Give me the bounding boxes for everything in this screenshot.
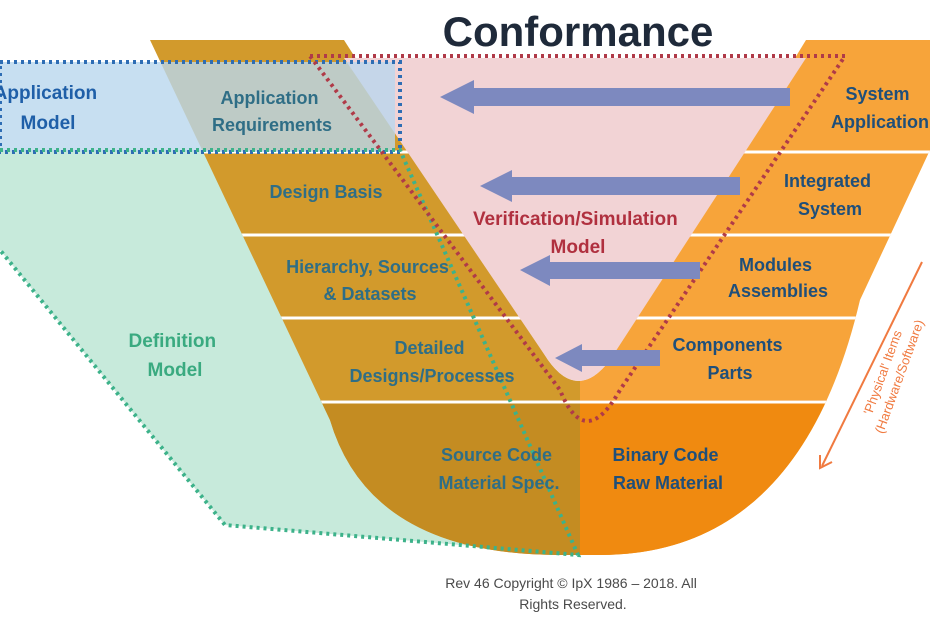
left-level-hierarchy: Hierarchy, Sources & Datasets <box>286 257 454 304</box>
right-level-binary-code: Binary Code Raw Material <box>612 445 723 493</box>
application-model-zone <box>0 62 395 152</box>
verification-model-zone <box>344 58 806 381</box>
verification-arrows <box>440 80 790 372</box>
right-level-integrated-system: Integrated System <box>784 171 876 219</box>
application-model-label: Application Model <box>0 83 102 134</box>
copyright-notice: Rev 46 Copyright © IpX 1986 – 2018. All … <box>445 575 700 612</box>
left-level-design-basis: Design Basis <box>269 182 382 202</box>
right-level-system-application: System Application <box>831 84 929 132</box>
verification-model-outline <box>306 54 849 423</box>
left-level-application-requirements: Application Requirements <box>212 88 332 135</box>
physical-items-arrow-icon <box>821 261 923 467</box>
left-level-detailed-designs: Detailed Designs/Processes <box>349 338 514 386</box>
verification-model-label: Verification/Simulation Model <box>473 209 683 258</box>
arrow-left-icon <box>520 255 700 286</box>
right-level-components-parts: Components Parts <box>672 335 787 383</box>
diagram-title: Conformance <box>443 8 714 55</box>
arrowhead-icon <box>819 455 833 470</box>
left-level-source-code: Source Code Material Spec. <box>438 445 559 493</box>
right-level-modules-assemblies: Modules Assemblies <box>728 255 828 301</box>
arrow-left-icon <box>440 80 790 114</box>
arrow-left-icon <box>480 170 740 202</box>
definition-model-outline <box>0 148 582 558</box>
arrow-left-icon <box>555 344 660 372</box>
definition-model-label: Definition Model <box>129 331 222 381</box>
